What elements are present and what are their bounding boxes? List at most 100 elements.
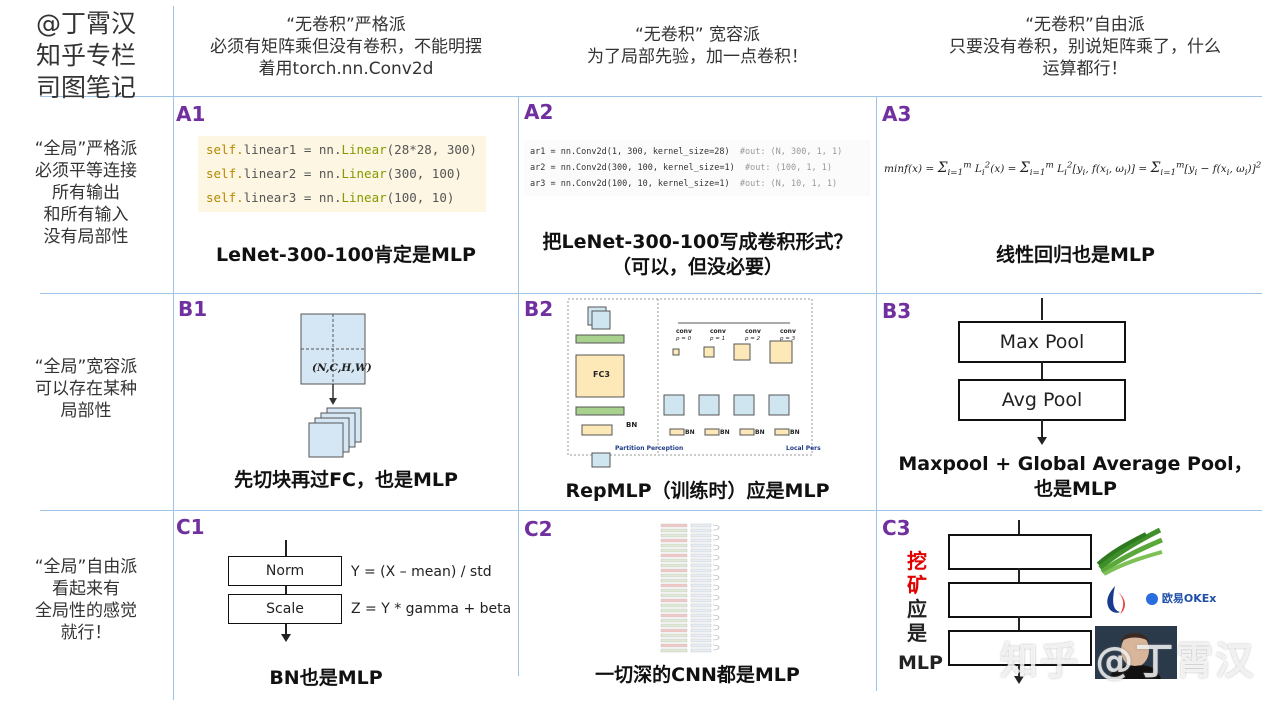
c2-layer-block <box>690 523 712 528</box>
c2-layer-block <box>690 553 712 558</box>
c3-black-char-2: 是 <box>907 621 927 645</box>
okex-badge: 欧易OKEx <box>1146 590 1216 606</box>
cell-id-c1: C1 <box>176 515 205 539</box>
column-name: 知乎专栏 <box>35 41 136 70</box>
b2-p-label-4: p = 3 <box>780 336 796 342</box>
c2-skip-connection <box>712 544 720 551</box>
c3-mlp-label: MLP <box>898 652 943 674</box>
author-handle: @丁霄汉 <box>35 9 136 38</box>
b2-p-label-3: p = 2 <box>745 336 761 342</box>
c2-layer-block <box>690 608 712 613</box>
c2-layer-block <box>690 543 712 548</box>
column-header-strict: “无卷积”严格派 必须有矩阵乘但没有卷积，不能明摆 着用torch.nn.Con… <box>210 15 482 79</box>
c2-skip-connection <box>712 644 720 651</box>
c2-layer-block <box>690 633 712 638</box>
a1-code-block: self.linear1 = nn.Linear(28*28, 300) sel… <box>198 136 486 212</box>
b1-caption: 先切块再过FC，也是MLP <box>234 469 458 491</box>
c2-layer-block <box>690 603 712 608</box>
cell-id-b2: B2 <box>524 297 554 321</box>
c2-layer-block <box>660 573 688 578</box>
b2-footer-left: Partition Perception <box>615 445 684 452</box>
c1-scale-box: Scale <box>228 594 342 624</box>
person-photo <box>1095 626 1177 679</box>
column-header-free: “无卷积”自由派 只要没有卷积，别说矩阵乘了，什么 运算都行！ <box>949 15 1221 79</box>
c2-layer-block <box>690 533 712 538</box>
b2-conv-label-3: conv <box>745 328 761 335</box>
grid-hline-1 <box>40 96 1262 97</box>
a2-code-line-3: ar3 = nn.Conv2d(100, 10, kernel_size=1) … <box>530 179 838 189</box>
c2-skip-connection <box>712 584 720 591</box>
c2-skip-connection <box>712 534 720 541</box>
a3-caption: 线性回归也是MLP <box>996 244 1155 266</box>
cell-id-b1: B1 <box>178 297 208 321</box>
c2-layer-block <box>690 628 712 633</box>
a3-regression-equation: minf(x) = Σi=1m Li2(x) = Σi=1m Li2[yi, f… <box>884 160 1262 179</box>
a1-caption: LeNet-300-100肯定是MLP <box>216 244 476 266</box>
c2-layer-block <box>690 568 712 573</box>
grid-hline-3 <box>40 510 1262 511</box>
c2-layer-block <box>660 603 688 608</box>
c2-layer-block <box>660 608 688 613</box>
b3-avgpool-box: Avg Pool <box>958 379 1126 421</box>
cell-id-c3: C3 <box>882 516 911 540</box>
c2-layer-block <box>690 538 712 543</box>
c2-skip-connection <box>712 634 720 641</box>
cell-id-a2: A2 <box>524 100 554 124</box>
c2-layer-block <box>660 633 688 638</box>
c1-normalize-equation: Y = (X – mean) / std <box>351 564 492 580</box>
c1-norm-box: Norm <box>228 556 342 586</box>
zhihu-watermark: 知乎 @丁霄汉 <box>1000 639 1256 683</box>
c2-layer-block <box>660 613 688 618</box>
cell-id-a3: A3 <box>882 102 912 126</box>
c2-layer-block <box>690 588 712 593</box>
b3-caption: Maxpool + Global Average Pool， 也是MLP <box>898 453 1253 500</box>
c2-skip-connection <box>712 564 720 571</box>
scallion-image <box>1096 527 1163 576</box>
c2-layer-block <box>690 528 712 533</box>
c2-layer-block <box>690 583 712 588</box>
b1-partition-diagram <box>300 313 366 458</box>
c3-arrow-head <box>1014 676 1024 684</box>
grid-vline-2 <box>518 96 519 676</box>
c2-layer-block <box>660 543 688 548</box>
c2-layer-block <box>660 618 688 623</box>
b1-tensor-label: (N,C,H,W) <box>312 362 372 374</box>
b2-fc-label: FC3 <box>593 370 610 379</box>
b2-p-label-2: p = 1 <box>710 336 726 342</box>
b2-caption: RepMLP（训练时）应是MLP <box>565 480 830 502</box>
c2-layer-block <box>690 643 712 648</box>
c2-layer-block <box>660 588 688 593</box>
cell-id-b3: B3 <box>882 299 912 323</box>
c3-black-char-1: 应 <box>907 597 927 621</box>
author-credit: @丁霄汉 知乎专栏 司图笔记 <box>0 0 172 104</box>
c2-layer-block <box>660 568 688 573</box>
okex-badge-icon <box>1146 593 1158 605</box>
c2-layer-block <box>690 573 712 578</box>
c2-skip-connection <box>712 604 720 611</box>
a1-code-line-1: self.linear1 = nn.Linear(28*28, 300) <box>206 142 477 157</box>
c2-layer-block <box>690 563 712 568</box>
c2-layer-block <box>660 563 688 568</box>
b3-arrow-bottom <box>1041 419 1043 437</box>
c2-skip-connection <box>712 594 720 601</box>
c3-arrow-top <box>1018 520 1020 534</box>
okex-badge-text: 欧易OKEx <box>1161 592 1217 605</box>
c2-layer-block <box>660 578 688 583</box>
row-header-global-strict: “全局”严格派 必须平等连接 所有输出 和所有输入 没有局部性 <box>34 139 138 247</box>
c3-box-2 <box>948 582 1092 618</box>
row-header-global-free: “全局”自由派 看起来有 全局性的感觉 就行！ <box>34 557 138 643</box>
b2-conv-label-1: conv <box>676 328 692 335</box>
c2-skip-connection <box>712 554 720 561</box>
c2-layer-block <box>660 628 688 633</box>
c1-scale-equation: Z = Y * gamma + beta <box>351 601 512 617</box>
b3-arrow-top <box>1041 298 1043 320</box>
b3-arrow-head <box>1037 437 1047 445</box>
b2-bn-label: BN <box>626 421 638 429</box>
b3-maxpool-box: Max Pool <box>958 321 1126 363</box>
b2-footer-right: Local Pers <box>786 445 821 452</box>
a2-code-block: ar1 = nn.Conv2d(1, 300, kernel_size=28) … <box>524 140 870 196</box>
c2-layer-block <box>690 648 712 653</box>
c1-caption: BN也是MLP <box>269 667 383 689</box>
c1-arrow-head <box>281 634 291 642</box>
column-header-tolerant: “无卷积” 宽容派 为了局部先验，加一点卷积！ <box>587 25 808 67</box>
